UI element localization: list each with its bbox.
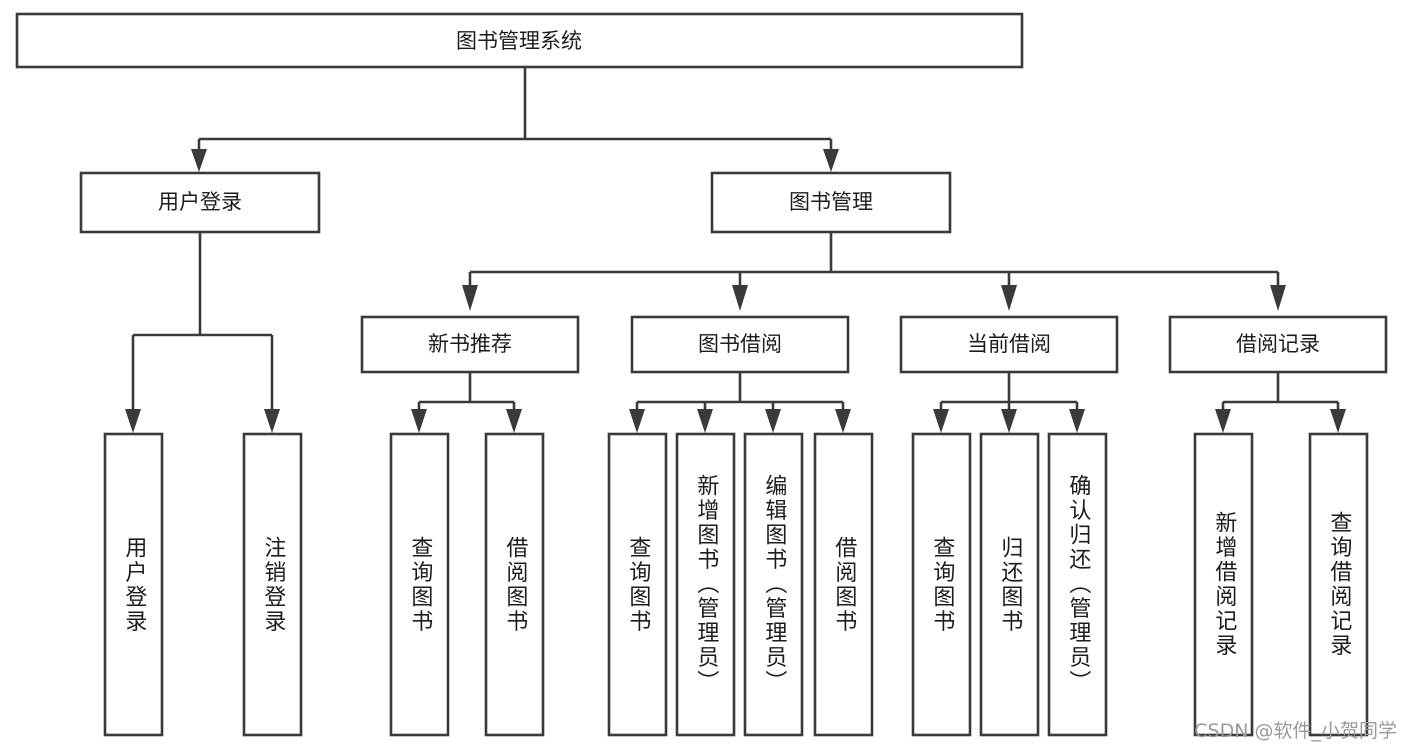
new-book-recommend-label: 新书推荐 xyxy=(428,332,512,356)
connector-user-login-to-leaves xyxy=(125,232,280,433)
leaf-box-user-login[interactable] xyxy=(103,432,164,737)
connector-book-management-to-level2 xyxy=(462,232,1286,311)
leaf-box-query-book-3[interactable] xyxy=(911,432,972,737)
leaf-box-edit-book[interactable] xyxy=(743,432,804,737)
node-book-borrow[interactable]: 图书借阅 xyxy=(630,315,850,374)
leaf-box-query-borrow-record[interactable] xyxy=(1308,432,1369,737)
arrow-to-leaf-borrow-book-1 xyxy=(506,409,522,433)
node-root[interactable]: 图书管理系统 xyxy=(15,12,1024,69)
root-box[interactable] xyxy=(15,12,1024,69)
user-login-box[interactable] xyxy=(79,171,321,234)
book-management-label: 图书管理 xyxy=(789,190,873,214)
node-book-management[interactable]: 图书管理 xyxy=(710,171,952,234)
arrow-to-leaf-add-book xyxy=(697,409,713,433)
leaf-box-borrow-book-1[interactable] xyxy=(484,432,545,737)
leaf-box-confirm-return[interactable] xyxy=(1047,432,1108,737)
node-borrow-record[interactable]: 借阅记录 xyxy=(1168,315,1388,374)
arrow-to-leaf-add-borrow-record xyxy=(1215,409,1231,433)
arrow-to-book-borrow xyxy=(732,285,748,311)
borrow-record-label: 借阅记录 xyxy=(1236,332,1320,356)
arrow-to-new-book-recommend xyxy=(462,285,478,311)
current-borrow-box[interactable] xyxy=(899,315,1119,374)
leaf-box-logout-login[interactable] xyxy=(242,432,303,737)
arrow-to-user-login xyxy=(191,149,207,172)
node-current-borrow[interactable]: 当前借阅 xyxy=(899,315,1119,374)
arrow-to-leaf-user-login xyxy=(125,409,141,433)
leaf-box-query-book-2[interactable] xyxy=(607,432,668,737)
node-user-login[interactable]: 用户登录 xyxy=(79,171,321,234)
arrow-to-current-borrow xyxy=(1001,285,1017,311)
arrow-to-leaf-query-book-3 xyxy=(933,409,949,433)
arrow-to-leaf-return-book xyxy=(1001,409,1017,433)
arrow-to-book-management xyxy=(823,149,839,172)
leaf-box-borrow-book-2[interactable] xyxy=(813,432,874,737)
connector-root-to-level1 xyxy=(191,67,839,172)
arrow-to-leaf-query-book-1 xyxy=(411,409,427,433)
arrow-to-leaf-borrow-book-2 xyxy=(835,409,851,433)
arrow-to-leaf-query-borrow-record xyxy=(1330,409,1346,433)
connector-new-book-recommend-to-leaves xyxy=(411,372,522,433)
leaf-box-add-borrow-record[interactable] xyxy=(1193,432,1254,737)
leaf-box-add-book[interactable] xyxy=(675,432,736,737)
arrow-to-borrow-record xyxy=(1270,285,1286,311)
user-login-label: 用户登录 xyxy=(158,190,242,214)
arrow-to-leaf-confirm-return xyxy=(1069,409,1085,433)
node-new-book-recommend[interactable]: 新书推荐 xyxy=(360,315,580,374)
arrow-to-leaf-query-book-2 xyxy=(629,409,645,433)
new-book-recommend-box[interactable] xyxy=(360,315,580,374)
root-label: 图书管理系统 xyxy=(456,29,582,53)
connector-borrow-record-to-leaves xyxy=(1215,372,1346,433)
book-borrow-label: 图书借阅 xyxy=(698,332,782,356)
arrow-to-leaf-edit-book xyxy=(765,409,781,433)
leaf-box-query-book-1[interactable] xyxy=(389,432,450,737)
connector-book-borrow-to-leaves xyxy=(629,372,851,433)
leaf-box-return-book[interactable] xyxy=(979,432,1040,737)
arrow-to-leaf-logout-login xyxy=(264,409,280,433)
connector-current-borrow-to-leaves xyxy=(933,372,1085,433)
current-borrow-label: 当前借阅 xyxy=(967,332,1051,356)
